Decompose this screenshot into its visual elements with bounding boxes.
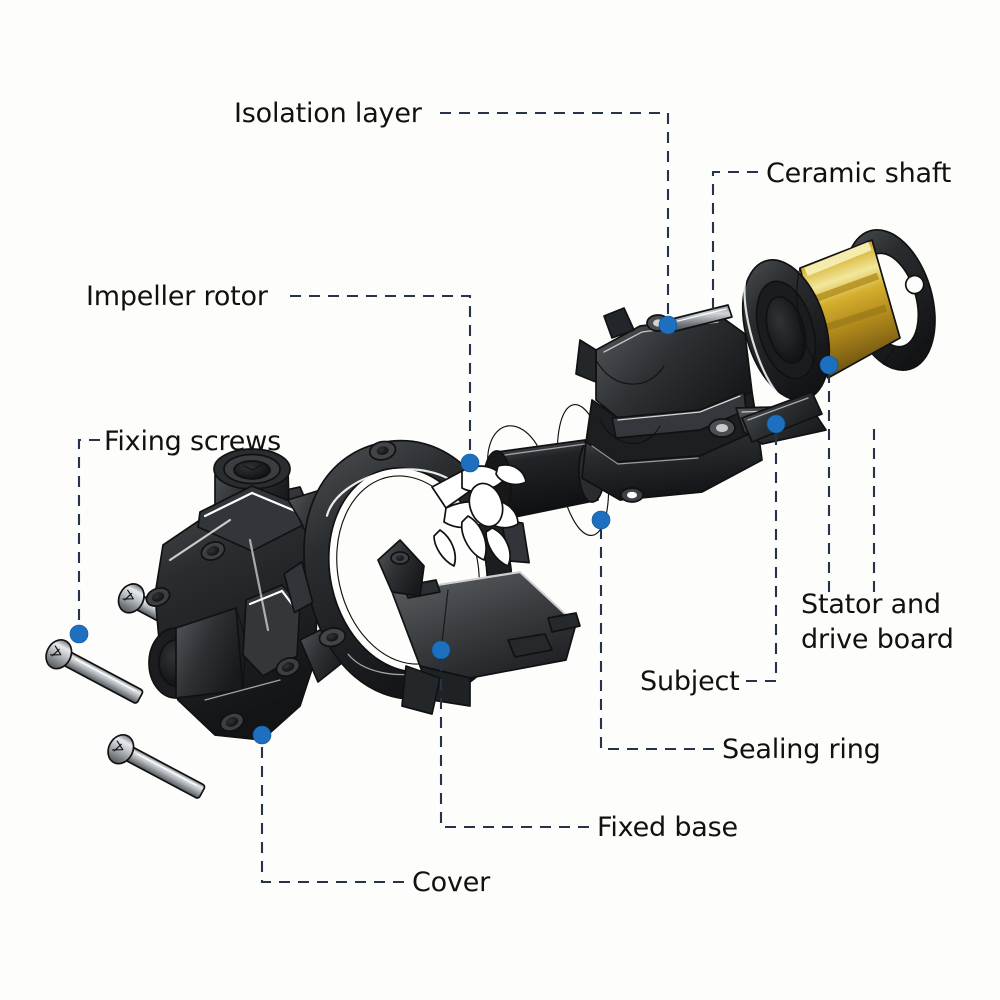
leader-lines xyxy=(77,111,876,884)
callout-dot-fixing-screws xyxy=(69,624,89,644)
assembly-artwork xyxy=(45,228,936,799)
label-stator-and-drive-board-line1: Stator and xyxy=(801,589,941,620)
callout-dot-sealing-ring xyxy=(591,510,611,530)
label-isolation-layer: Isolation layer xyxy=(234,98,423,129)
label-cover: Cover xyxy=(412,867,491,898)
callout-dot-cover xyxy=(252,725,272,745)
leader-fixed-base xyxy=(439,650,589,829)
label-impeller-rotor: Impeller rotor xyxy=(86,281,269,312)
label-sealing-ring: Sealing ring xyxy=(722,734,881,765)
label-ceramic-shaft: Ceramic shaft xyxy=(766,158,951,189)
label-fixed-base: Fixed base xyxy=(597,812,738,843)
callout-dot-stator xyxy=(819,355,839,375)
fixing-screw-3 xyxy=(107,733,206,799)
callout-labels: Isolation layer Ceramic shaft Impeller r… xyxy=(86,98,954,898)
callout-dot-fixed-base xyxy=(431,640,451,660)
cover-bolt-holes xyxy=(145,541,301,732)
part-stator-and-drive-board xyxy=(741,228,936,443)
callout-dot-subject xyxy=(766,414,786,434)
label-subject: Subject xyxy=(640,666,740,697)
label-stator-and-drive-board-line2: drive board xyxy=(801,624,954,655)
leader-cover xyxy=(260,735,404,884)
leader-fixing-screws xyxy=(77,438,100,634)
leader-subject xyxy=(746,424,778,683)
callout-dot-impeller-rotor xyxy=(460,453,480,473)
fixing-screw-2 xyxy=(45,638,144,704)
label-fixing-screws: Fixing screws xyxy=(104,426,281,457)
callout-dots xyxy=(69,315,839,745)
leader-ceramic-shaft xyxy=(711,170,758,313)
leader-impeller-rotor xyxy=(290,294,472,463)
callout-dot-isolation-layer xyxy=(658,315,678,335)
leader-isolation-layer xyxy=(440,111,670,325)
leader-sealing-ring xyxy=(599,520,714,751)
